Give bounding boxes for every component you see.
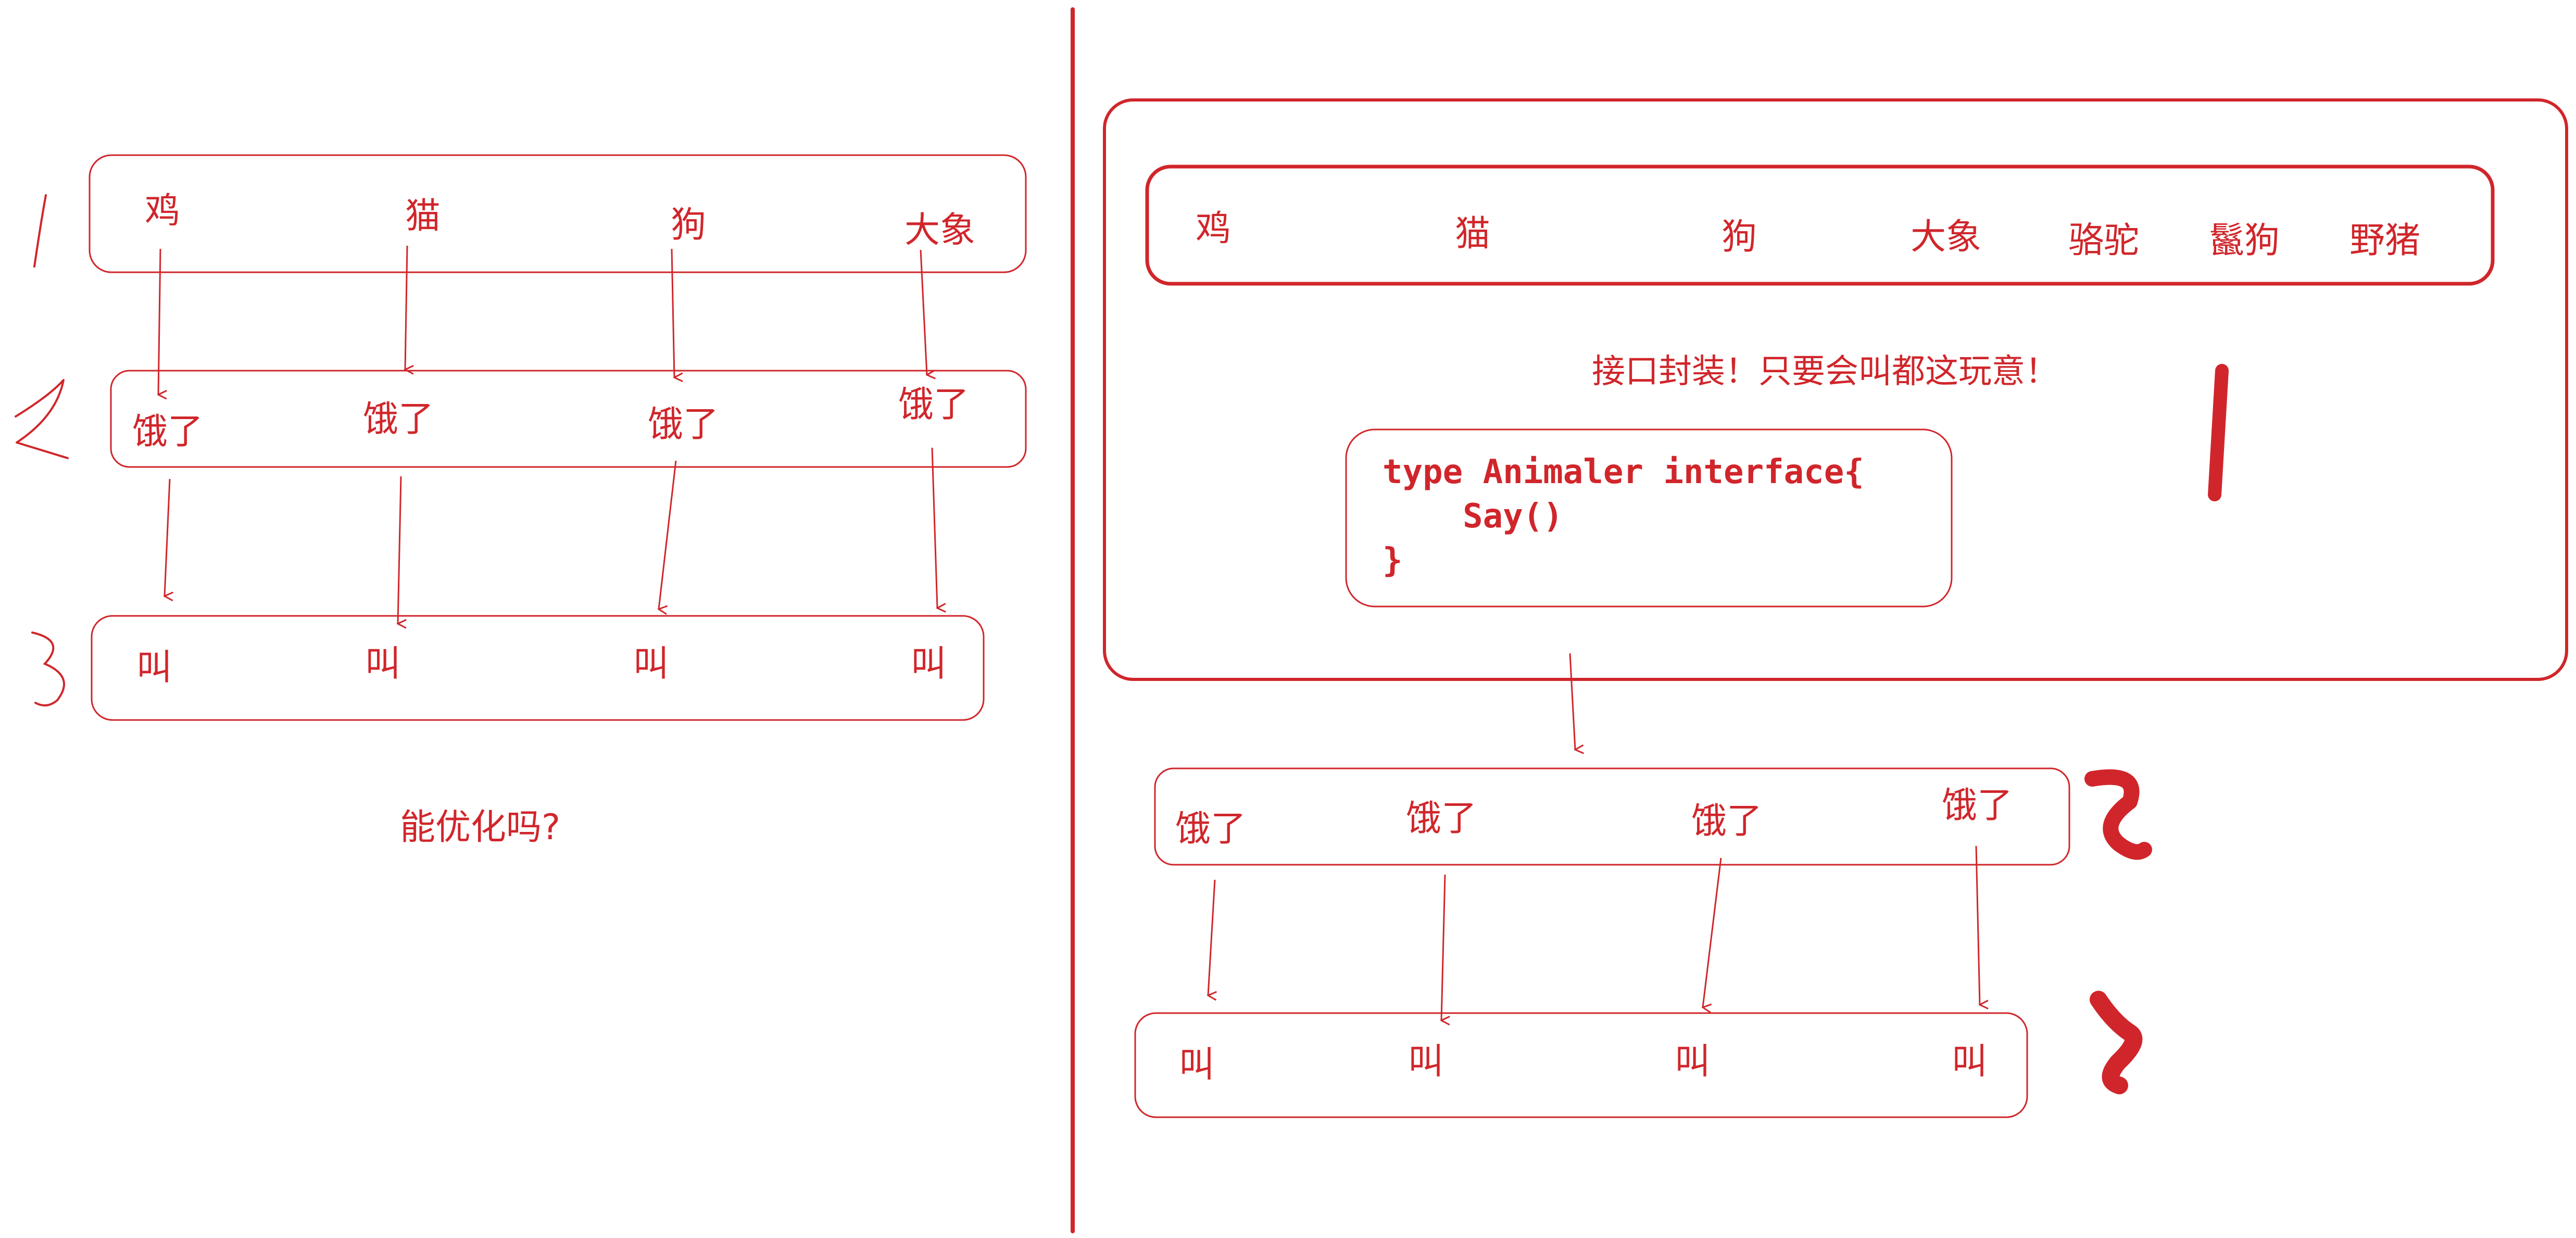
left-row1-box [89,154,1027,273]
thick-marker-2 [2084,769,2152,860]
right-animal-chicken: 鸡 [1196,208,1231,249]
interface-note: 接口封装！只要会叫都这玩意！ [1592,352,2058,391]
step-marker-1 [33,194,47,268]
right-hungry-3: 饿了 [1691,801,1762,842]
optimize-question: 能优化吗? [400,807,560,848]
left-animal-dog: 狗 [671,205,706,246]
left-bark-1: 叫 [136,647,172,688]
right-animal-hyena: 鬣狗 [2209,220,2280,261]
left-hungry-4: 饿了 [898,384,969,425]
right-animal-camel: 骆驼 [2068,220,2139,261]
left-animal-elephant: 大象 [904,210,975,251]
right-arrow-1 [1208,879,1215,995]
left-animal-chicken: 鸡 [145,191,180,232]
step-marker-2 [15,379,69,459]
code-line-2: Say() [1383,497,1563,536]
left-arrow-2b [398,476,401,624]
right-bark-2: 叫 [1408,1041,1443,1082]
left-row2-box [110,370,1027,468]
right-animal-elephant: 大象 [1911,217,1981,258]
left-arrow-4b [931,447,937,608]
left-bark-2: 叫 [365,643,400,685]
right-bark-3: 叫 [1675,1041,1710,1082]
right-animal-cat: 猫 [1455,213,1490,255]
right-bark-4: 叫 [1952,1041,1987,1082]
left-bark-4: 叫 [911,643,946,685]
right-bark-1: 叫 [1179,1044,1214,1085]
thick-marker-3 [2090,991,2143,1094]
left-hungry-2: 饿了 [363,399,434,440]
right-row2-box [1154,767,2070,866]
left-bark-3: 叫 [633,643,669,685]
code-line-3: } [1383,541,1403,580]
left-arrow-1a [158,248,160,395]
code-line-1: type Animaler interface{ [1383,453,1864,491]
right-arrow-2 [1441,874,1445,1020]
code-box [1345,428,1953,608]
right-arrow-3 [1703,857,1722,1007]
left-row3-box [91,615,985,721]
right-hungry-2: 饿了 [1406,798,1477,839]
right-animal-dog: 狗 [1721,217,1757,258]
left-animal-cat: 猫 [405,196,441,237]
right-hungry-4: 饿了 [1942,785,2013,826]
right-animal-boar: 野猪 [2349,220,2420,261]
right-arrow-4 [1975,845,1980,1005]
left-arrow-3b [659,460,677,609]
left-arrow-2a [405,245,407,370]
left-arrow-3a [671,248,674,377]
left-hungry-1: 饿了 [132,411,203,452]
left-hungry-3: 饿了 [648,404,719,445]
right-hungry-1: 饿了 [1175,809,1246,850]
step-marker-3 [31,631,66,706]
right-row3-box [1134,1012,2028,1118]
interface-outer-frame [1103,98,2568,681]
left-arrow-1b [165,478,170,596]
left-arrow-4a [920,249,927,375]
thick-marker-1 [2208,364,2229,501]
interface-arrow [1569,653,1575,750]
right-animals-box [1145,165,2495,286]
